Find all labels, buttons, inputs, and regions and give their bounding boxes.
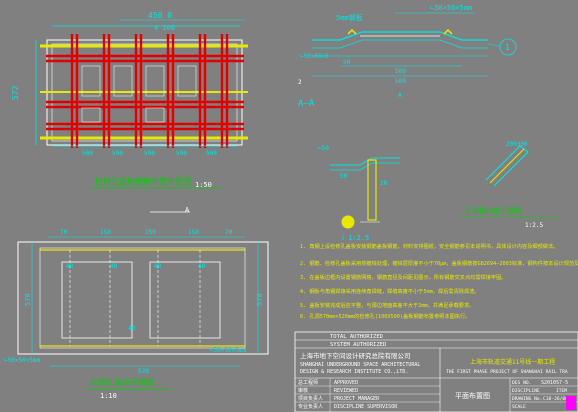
notes-block: 1. 角钢上设检修孔盖板安装钢筋盖板钢筋，材料安排图纸，安全钢筋参见本说明书，具… bbox=[300, 242, 578, 320]
top-dim: 150 bbox=[100, 229, 111, 236]
drawing-no: C18-J6/008 bbox=[543, 396, 571, 402]
cover-plan-caption: 检修孔盖板平面图 bbox=[90, 377, 154, 387]
revision-marker bbox=[566, 396, 576, 410]
label-angle-left: ∟50×50×5mm bbox=[4, 357, 41, 364]
dim-angle: 200300 bbox=[506, 141, 528, 148]
top-dim: 70 bbox=[225, 229, 233, 236]
company-en1: SHANGHAI UNDERGROUND SPACE ARCHITECTURAL bbox=[300, 362, 420, 368]
label-angle-right: ∟50×50×5mm bbox=[210, 347, 247, 354]
bottom-dim: 500 bbox=[144, 150, 155, 157]
cover-plan-scale: 1:10 bbox=[100, 392, 117, 400]
des-no: S2010S7-5 bbox=[541, 380, 568, 386]
company-cn: 上海市地下空间设计研究总院有限公司 bbox=[300, 351, 411, 360]
row-label: DISCIPLINE SUPERVISOR bbox=[334, 404, 398, 410]
des-no-label: DES NO. bbox=[512, 380, 531, 386]
inner-label: 40 bbox=[154, 263, 162, 270]
section-label: A—A bbox=[298, 99, 315, 109]
section-dim: 500 bbox=[395, 68, 406, 75]
row-code: 总工程师 bbox=[298, 379, 318, 386]
drawing-title: 平面布置图 bbox=[455, 391, 490, 400]
top-dim: 150 bbox=[188, 229, 199, 236]
note-line: 4. 钢板与角钢焊接采用连续角焊缝，焊缝高度不小于5mm，焊后需清除焊渣。 bbox=[300, 287, 480, 295]
note-line: 5. 盖板安装完成后应平整，与周边地面高差不大于2mm，并满足承载要求。 bbox=[300, 301, 474, 309]
authorized: SYSTEM AUTHORIZED bbox=[330, 342, 386, 348]
inner-label: 40 bbox=[66, 263, 74, 270]
label-angle-2: ∟50×50×5 bbox=[300, 53, 329, 60]
dim-sub: 4 200 bbox=[154, 24, 175, 32]
dim-c1: 50 bbox=[340, 173, 348, 180]
bottom-dim: 500 bbox=[82, 150, 93, 157]
section-mark-top: A bbox=[185, 206, 190, 214]
row-code: 项目负责人 bbox=[298, 395, 323, 402]
section-dim: 50 bbox=[343, 59, 351, 66]
cover-section: 5mm钢板 ∟50×50×5mm ∟50×50×5 1 50 500 580 2… bbox=[298, 4, 517, 109]
inner-label: 40 bbox=[110, 263, 118, 270]
section-mark-a: A bbox=[398, 92, 402, 99]
note-line: 6. 孔洞570mm×520mm的检修孔(100X500)盖板钢筋布置参照本图执… bbox=[300, 312, 470, 320]
inner-label: 40 bbox=[198, 263, 206, 270]
title-block: TOTAL AUTHORIZED SYSTEM AUTHORIZED 上海市地下… bbox=[294, 331, 578, 412]
angle-scale-label: ⅰ 1:2.5 bbox=[342, 234, 369, 242]
bottom-dim: 500 bbox=[206, 150, 217, 157]
dim-left: 572 bbox=[11, 85, 20, 100]
note-line: 1. 角钢上设检修孔盖板安装钢筋盖板钢筋，材料安排图纸，安全钢筋参见本说明书，具… bbox=[300, 242, 558, 250]
bottom-dim: 500 bbox=[112, 150, 123, 157]
item-label: ITEM bbox=[556, 388, 567, 394]
cover-plan: A 70 150 150 150 70 40 40 40 40 40 570 bbox=[4, 206, 269, 400]
top-dim: 70 bbox=[60, 229, 68, 236]
discipline-label: DISCIPLINE bbox=[512, 388, 540, 394]
note-line: 3. 在盖板边框内设置钢筋网格，钢筋直径及间距见图示，所有钢筋交叉点均需焊接牢固… bbox=[300, 273, 507, 281]
callout-1: 1 bbox=[505, 43, 510, 52]
note-line: 2. 钢筋、检修孔盖板采用热镀锌处理，镀锌层厚度不小于70μm，盖板钢筋按GB2… bbox=[300, 259, 578, 267]
row-label: REVIEWED bbox=[334, 388, 358, 394]
left-dim: 570 bbox=[24, 293, 32, 306]
right-dim: 570 bbox=[256, 293, 264, 306]
steel-label: ∟50 bbox=[318, 145, 329, 152]
dim-c2: 20 bbox=[380, 180, 388, 187]
label-angle-top: ∟50×50×5mm bbox=[430, 4, 472, 12]
row-label: PROJECT MANAGER bbox=[334, 396, 380, 402]
row-code: 审核 bbox=[298, 387, 308, 394]
inner-label: 40 bbox=[128, 325, 136, 332]
angle-detail: 50 20 ∟50 ⅰ 1:2.5 200300 孔角钢构造示意图 1:2.5 bbox=[318, 141, 560, 242]
row-label: APPROVED bbox=[334, 380, 358, 386]
rebar-plan: 450 0 4 200 bbox=[11, 11, 248, 189]
project-cn: 上海市轨道交通11号线一期工程 bbox=[470, 358, 555, 366]
rebar-plan-scale: 1:50 bbox=[195, 181, 212, 189]
drawing-no-label: DRAWING No. bbox=[512, 396, 542, 402]
row-code: 专业负责人 bbox=[298, 403, 323, 410]
approved-by: TOTAL AUTHORIZED bbox=[330, 334, 383, 340]
top-dim: 150 bbox=[145, 229, 156, 236]
small-dim: 2 bbox=[298, 79, 302, 86]
angle-caption-scale: 1:2.5 bbox=[525, 222, 543, 229]
project-en: THE FIRST PHASE PROJECT OF SHANGHAI RAIL… bbox=[446, 369, 568, 375]
section-dim: 580 bbox=[395, 78, 406, 85]
scale-label: SCALE bbox=[512, 404, 526, 410]
rebar-plan-caption: 检修孔盖板钢筋布置示意图 bbox=[95, 176, 191, 186]
angle-caption: 孔角钢构造示意图 bbox=[465, 206, 521, 215]
dim-top: 450 0 bbox=[148, 11, 172, 20]
bottom-dim: 500 bbox=[176, 150, 187, 157]
label-steel-plate: 5mm钢板 bbox=[336, 13, 363, 22]
bottom-dim-plan: 520 bbox=[138, 368, 149, 375]
company-en2: DESIGN & RESEARCH INSTITUTE CO.,LTD. bbox=[300, 369, 408, 375]
